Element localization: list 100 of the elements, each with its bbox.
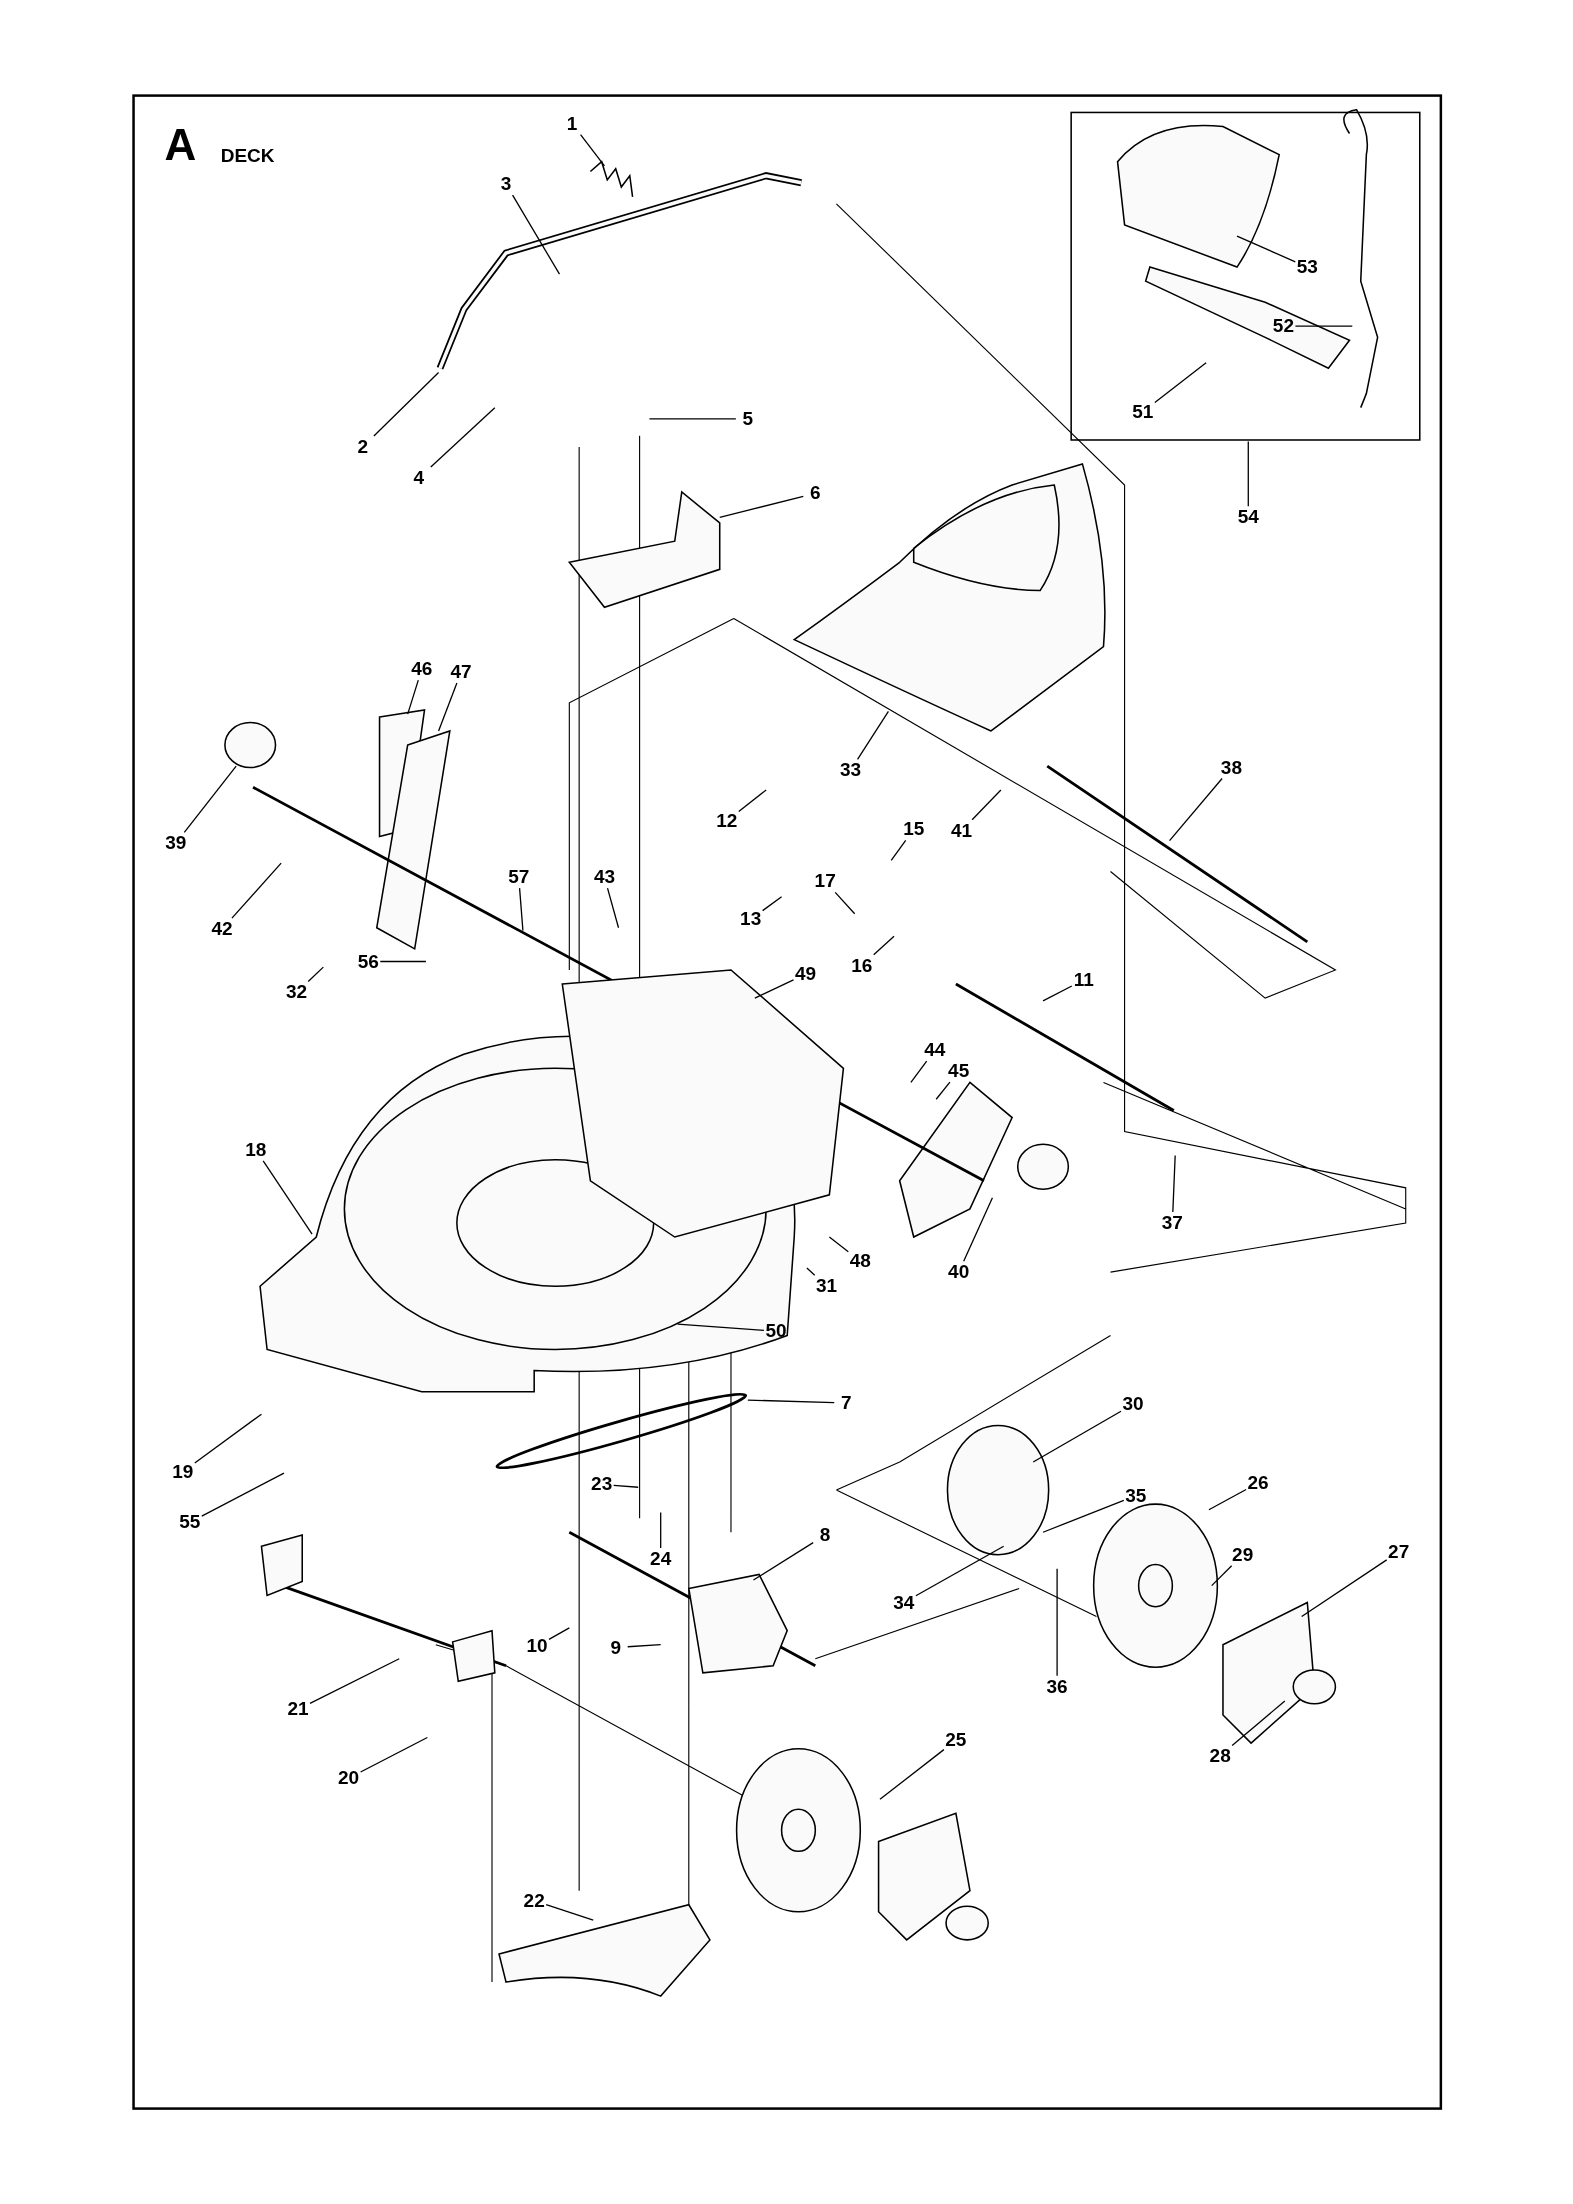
callout-number: 38 [1214, 756, 1249, 779]
leader-line [231, 862, 282, 919]
leader-line [1208, 1488, 1247, 1511]
callout-number: 21 [281, 1698, 315, 1721]
leader-line [1168, 777, 1223, 842]
leader-line [379, 960, 427, 963]
leader-line [183, 765, 237, 834]
callout-number: 29 [1225, 1543, 1260, 1566]
callout-number: 57 [501, 866, 536, 889]
callout-number: 22 [517, 1889, 552, 1912]
leader-line [828, 1236, 849, 1253]
leader-line [719, 495, 804, 518]
leader-line [613, 1484, 639, 1488]
callout-number: 49 [788, 963, 823, 986]
callout-number: 36 [1040, 1675, 1075, 1698]
leader-line [1301, 1559, 1388, 1618]
leader-line [1172, 1154, 1176, 1213]
leader-line [1154, 362, 1207, 404]
callout-number: 33 [833, 759, 868, 782]
callout-number: 19 [165, 1460, 200, 1483]
leader-line [1211, 1565, 1233, 1587]
callout-number: 1 [555, 112, 590, 135]
callout-number: 28 [1203, 1744, 1238, 1767]
leader-line [430, 407, 496, 468]
leader-line [437, 682, 458, 732]
leader-line [806, 1267, 816, 1276]
callout-number: 8 [808, 1524, 843, 1547]
leader-line [890, 839, 907, 861]
leader-line [579, 134, 606, 167]
leader-line [762, 896, 783, 912]
callout-number: 51 [1125, 400, 1160, 423]
callout-number: 35 [1118, 1484, 1153, 1507]
leader-line [407, 679, 419, 715]
callout-number: 16 [844, 954, 879, 977]
leader-line [873, 935, 895, 956]
callout-number: 54 [1231, 506, 1266, 529]
callout-number: 5 [730, 407, 765, 430]
leader-line [754, 979, 795, 999]
section-title: DECK [220, 144, 275, 167]
callout-number: 2 [345, 436, 380, 458]
callout-number: 6 [798, 482, 833, 505]
leader-line [752, 1541, 814, 1581]
callout-number: 18 [238, 1138, 273, 1161]
leader-line [627, 1644, 662, 1648]
callout-number: 13 [733, 908, 768, 931]
callout-number: 34 [886, 1591, 921, 1614]
leader-line [201, 1472, 285, 1517]
callout-number: 30 [1116, 1393, 1150, 1416]
leader-line [1231, 1700, 1286, 1747]
callout-number: 4 [401, 466, 436, 489]
leader-line [307, 966, 324, 983]
callout-number: 50 [758, 1320, 793, 1343]
callout-number: 24 [643, 1547, 678, 1570]
callout-number: 23 [584, 1473, 619, 1496]
leader-line [915, 1545, 1005, 1597]
section-letter: A [164, 119, 197, 170]
callout-number: 9 [598, 1636, 633, 1659]
callout-number: 46 [404, 658, 439, 681]
callout-number: 53 [1290, 256, 1325, 279]
leader-line [879, 1748, 945, 1800]
callout-number: 3 [489, 173, 524, 196]
callout-number: 48 [843, 1249, 878, 1272]
leader-line [910, 1060, 928, 1084]
callout-number: 10 [520, 1635, 554, 1658]
leader-line [738, 789, 767, 813]
leader-line [660, 1511, 662, 1549]
leader-line [373, 371, 440, 437]
leader-line [1247, 440, 1249, 507]
leader-line [1032, 1410, 1122, 1463]
callout-number: 20 [331, 1767, 366, 1790]
leader-line [935, 1081, 951, 1100]
leader-line [359, 1736, 428, 1773]
callout-number: 11 [1066, 968, 1101, 991]
callout-number: 44 [917, 1039, 952, 1062]
leader-line [194, 1413, 263, 1464]
leader-line [971, 789, 1002, 821]
callout-number: 15 [896, 818, 931, 841]
leader-line [545, 1903, 594, 1921]
leader-line [834, 891, 856, 915]
callout-number: 41 [944, 819, 979, 842]
callout-number: 7 [829, 1391, 864, 1414]
leader-line [856, 710, 890, 760]
leader-line [747, 1399, 835, 1404]
callout-number: 52 [1266, 315, 1301, 338]
callout-number: 40 [941, 1261, 976, 1284]
callout-number: 39 [158, 832, 193, 855]
callout-number: 27 [1381, 1540, 1416, 1563]
leader-line [1236, 235, 1296, 263]
leader-line [1042, 985, 1073, 1002]
callout-number: 55 [172, 1511, 207, 1534]
leader-line [1056, 1568, 1058, 1677]
callout-number: 45 [941, 1060, 976, 1083]
callout-number: 47 [444, 660, 479, 683]
leader-line [606, 887, 620, 929]
callout-number: 42 [205, 918, 240, 941]
leader-line [511, 194, 561, 275]
leader-line [676, 1323, 765, 1331]
callout-number: 26 [1241, 1472, 1276, 1495]
callout-number: 25 [938, 1729, 973, 1752]
leader-line [262, 1160, 313, 1235]
